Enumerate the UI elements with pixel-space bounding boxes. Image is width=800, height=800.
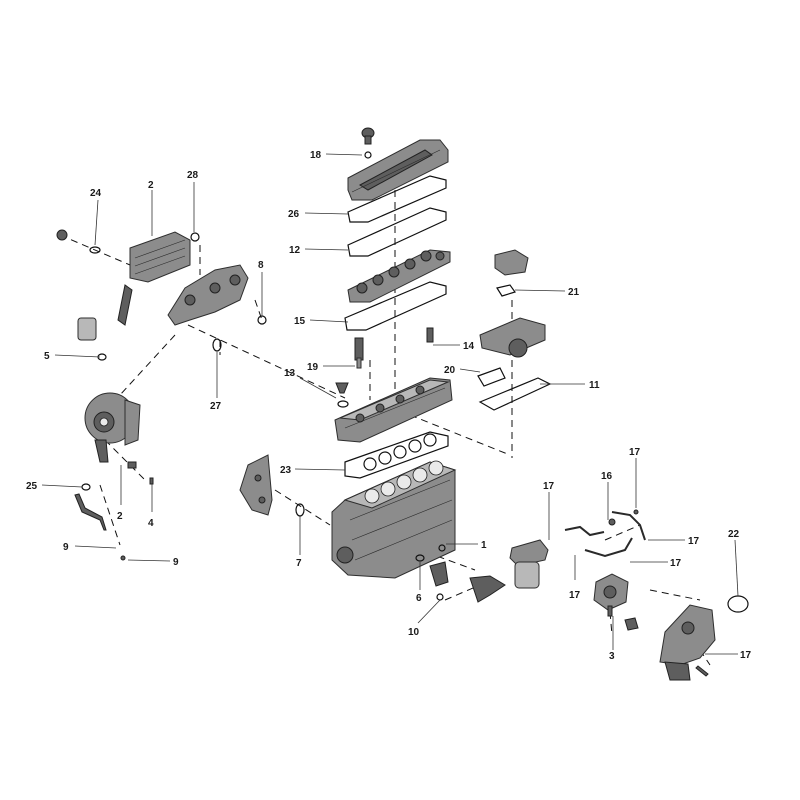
gasket-27 bbox=[212, 338, 222, 352]
callout-10: 10 bbox=[408, 627, 420, 638]
callout-26: 26 bbox=[288, 209, 300, 220]
bolt-4 bbox=[127, 461, 154, 485]
callout-14: 14 bbox=[463, 341, 475, 352]
callout-7: 7 bbox=[296, 558, 302, 569]
callout-17-b: 17 bbox=[629, 447, 641, 458]
callout-1: 1 bbox=[481, 540, 487, 551]
callout-27: 27 bbox=[210, 401, 222, 412]
fuel-lines bbox=[564, 509, 646, 558]
callout-20: 20 bbox=[444, 365, 456, 376]
callout-2-bottom: 2 bbox=[117, 511, 123, 522]
callout-11: 11 bbox=[589, 380, 600, 391]
callout-12: 12 bbox=[289, 245, 301, 256]
callout-16: 16 bbox=[601, 471, 613, 482]
callout-9-left: 9 bbox=[63, 542, 69, 553]
front-cover bbox=[239, 454, 273, 516]
callout-8: 8 bbox=[258, 260, 264, 271]
callout-17-c: 17 bbox=[688, 536, 700, 547]
callout-28: 28 bbox=[187, 170, 199, 181]
callout-17-e: 17 bbox=[569, 590, 581, 601]
oil-drain-tube bbox=[74, 483, 126, 561]
rocker-cover-gaskets bbox=[344, 175, 447, 331]
cylinder-head bbox=[334, 377, 453, 443]
callout-15: 15 bbox=[294, 316, 306, 327]
callout-17-a: 17 bbox=[543, 481, 555, 492]
engine-block bbox=[331, 460, 457, 579]
injector bbox=[354, 337, 364, 369]
seal-13 bbox=[335, 382, 349, 408]
oil-filter bbox=[438, 539, 549, 589]
rocker-assembly bbox=[347, 249, 451, 303]
leader-lines bbox=[41, 153, 739, 655]
callout-2-top: 2 bbox=[148, 180, 154, 191]
callout-9-right: 9 bbox=[173, 557, 179, 568]
turbocharger bbox=[77, 317, 141, 463]
callout-23: 23 bbox=[280, 465, 292, 476]
callout-25: 25 bbox=[26, 481, 38, 492]
plug-14 bbox=[426, 327, 434, 343]
sensor-6 bbox=[415, 554, 449, 587]
callout-13: 13 bbox=[284, 368, 296, 379]
callout-17-d: 17 bbox=[670, 558, 682, 569]
callout-3: 3 bbox=[609, 651, 615, 662]
callout-19: 19 bbox=[307, 362, 319, 373]
fuel-pump bbox=[593, 573, 639, 631]
callout-5: 5 bbox=[44, 351, 50, 362]
callout-4: 4 bbox=[148, 518, 154, 529]
callout-22: 22 bbox=[728, 529, 740, 540]
callout-24: 24 bbox=[90, 188, 102, 199]
callout-6: 6 bbox=[416, 593, 422, 604]
callout-21: 21 bbox=[568, 287, 580, 298]
egr-valve bbox=[477, 249, 552, 411]
exhaust-manifold bbox=[167, 264, 267, 326]
egr-cooler bbox=[56, 229, 200, 326]
callout-18: 18 bbox=[310, 150, 322, 161]
callout-17-f: 17 bbox=[740, 650, 752, 661]
callout-labels: 1 2 2 3 4 5 6 7 8 9 9 10 11 12 13 14 15 … bbox=[26, 150, 752, 662]
pump-bracket bbox=[659, 595, 749, 681]
valve-cover bbox=[347, 127, 449, 201]
head-gasket bbox=[344, 431, 449, 479]
